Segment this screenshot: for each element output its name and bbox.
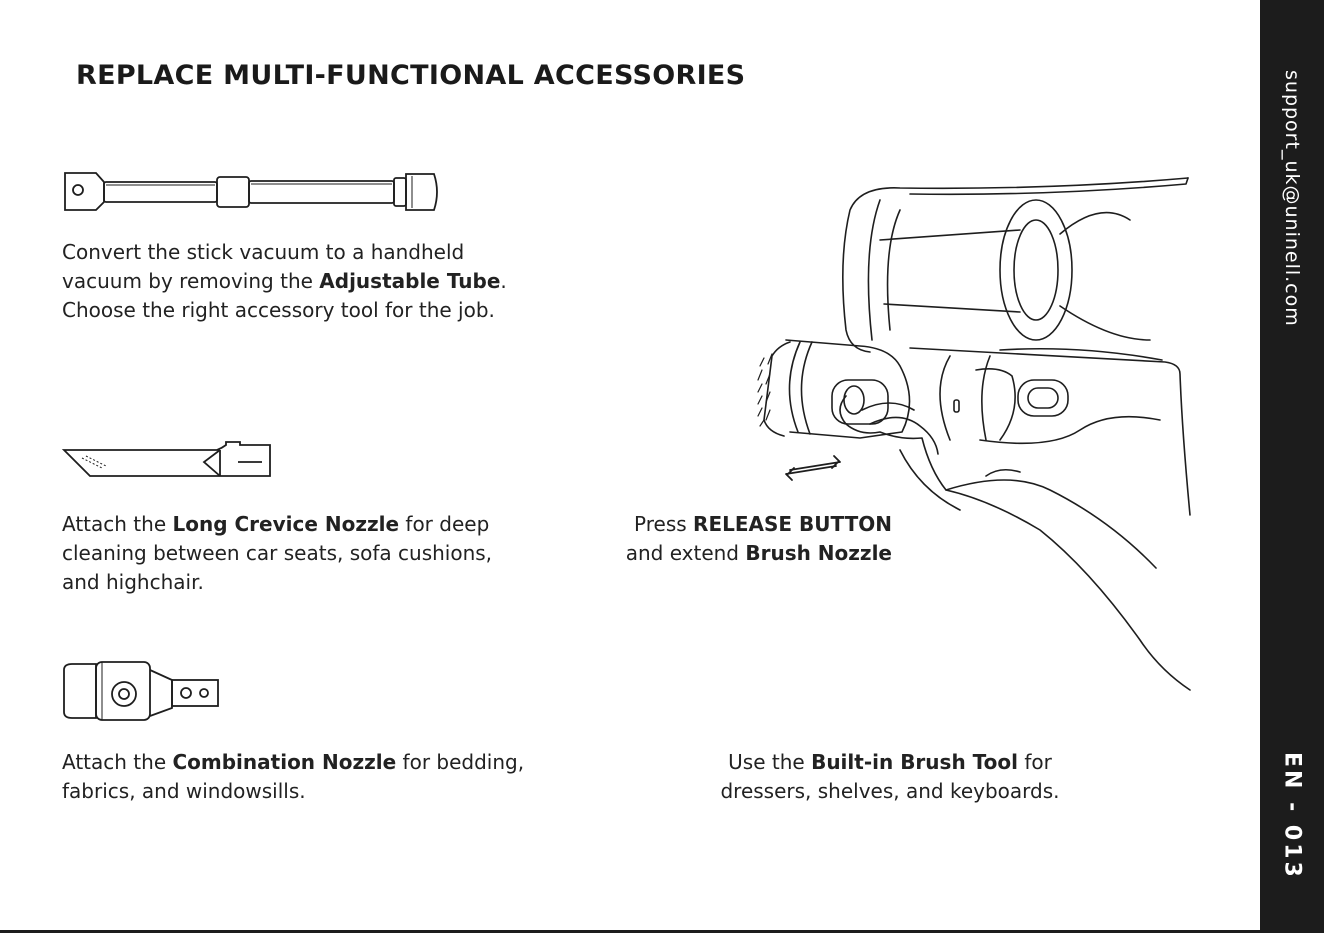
tube-instructions: Convert the stick vacuum to a handheld v… xyxy=(62,238,507,325)
page-number: EN - 013 xyxy=(1279,752,1305,880)
support-email: support_uk@uninell.com xyxy=(1281,70,1303,327)
combination-instructions: Attach the Combination Nozzle for beddin… xyxy=(62,748,524,806)
combination-nozzle-illustration xyxy=(63,661,219,721)
text-line: and highchair. xyxy=(62,570,204,594)
page-title: REPLACE MULTI-FUNCTIONAL ACCESSORIES xyxy=(76,60,746,91)
text-line: fabrics, and windowsills. xyxy=(62,779,306,803)
text-line: and extend Brush Nozzle xyxy=(625,541,892,565)
text-line: dressers, shelves, and keyboards. xyxy=(720,779,1060,803)
release-instructions: Press RELEASE BUTTON and extend Brush No… xyxy=(626,510,892,568)
text-line: Convert the stick vacuum to a handheld xyxy=(62,240,465,264)
bottom-divider xyxy=(0,930,1260,933)
text-line: Choose the right accessory tool for the … xyxy=(62,298,495,322)
text-line: vacuum by removing the Adjustable Tube. xyxy=(62,269,507,293)
adjustable-tube-illustration xyxy=(64,172,438,211)
crevice-nozzle-illustration xyxy=(61,441,271,477)
crevice-instructions: Attach the Long Crevice Nozzle for deep … xyxy=(62,510,492,597)
text-line: Use the Built-in Brush Tool for xyxy=(728,750,1052,774)
sidebar: support_uk@uninell.com EN - 013 xyxy=(1260,0,1324,933)
text-line: Attach the Long Crevice Nozzle for deep xyxy=(62,512,490,536)
text-line: Attach the Combination Nozzle for beddin… xyxy=(62,750,525,774)
text-line: Press RELEASE BUTTON xyxy=(634,512,892,536)
brush-tool-instructions: Use the Built-in Brush Tool for dressers… xyxy=(690,748,1090,806)
text-line: cleaning between car seats, sofa cushion… xyxy=(62,541,493,565)
brush-nozzle-release-illustration xyxy=(757,177,1191,691)
